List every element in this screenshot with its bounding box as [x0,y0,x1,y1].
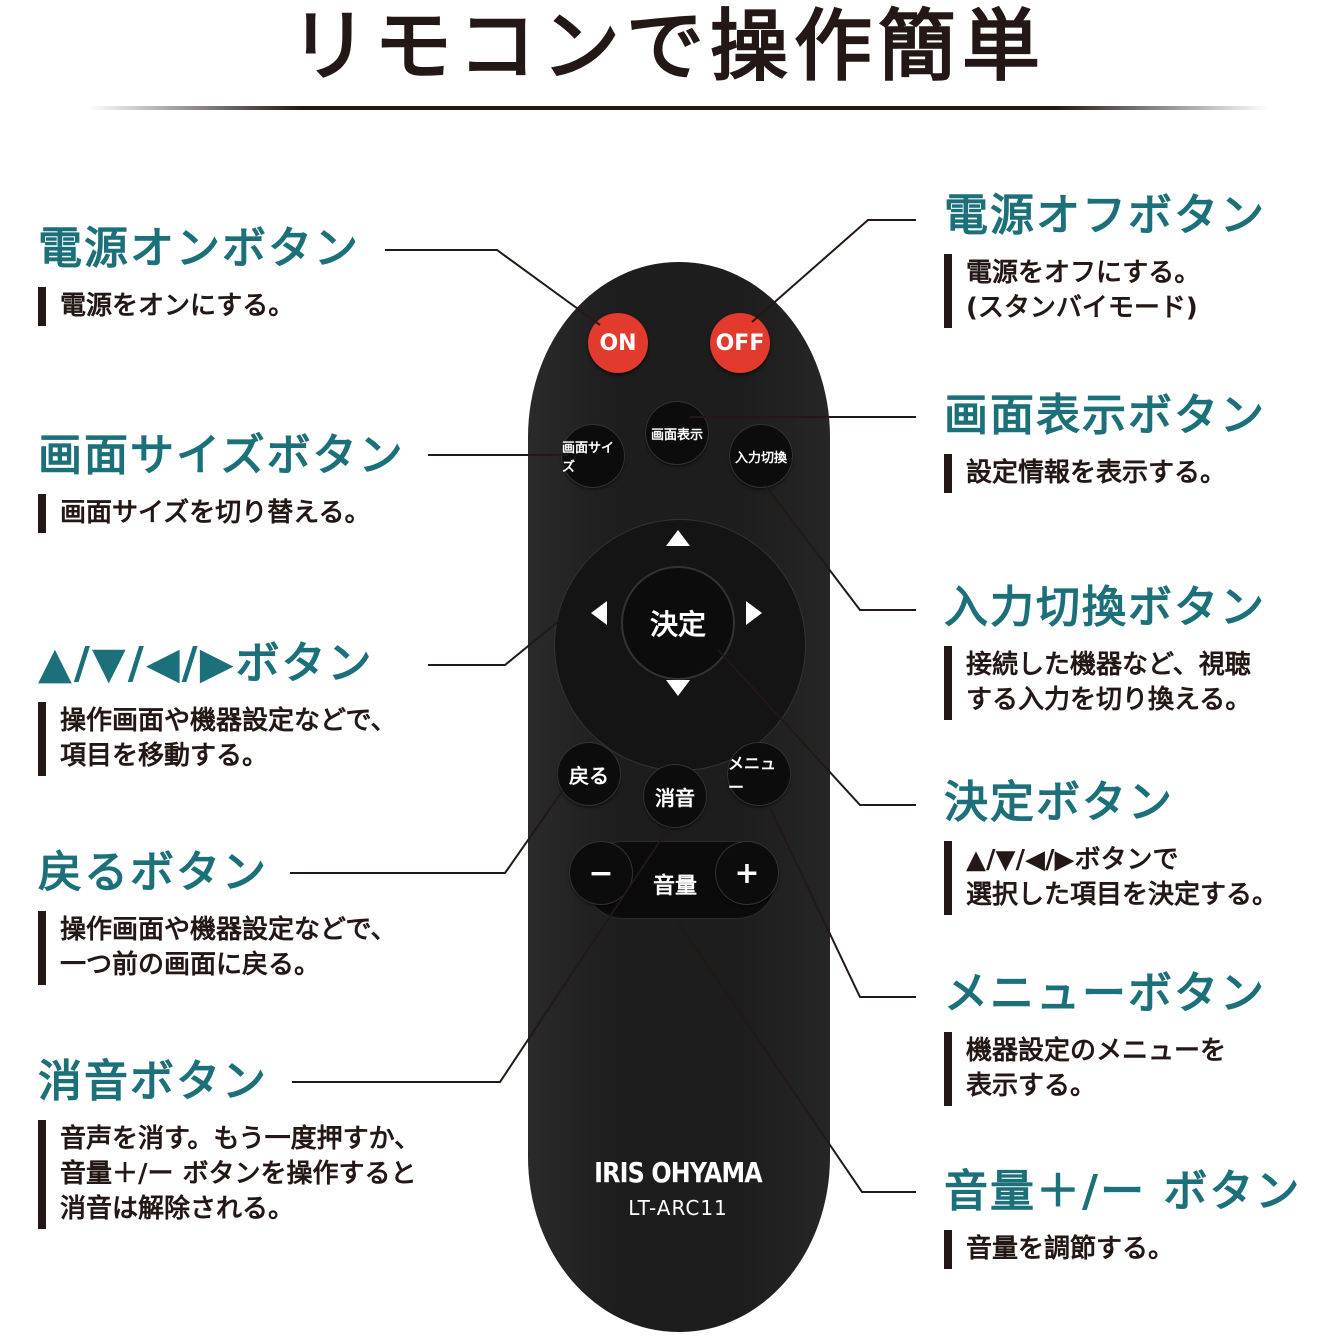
label-arrows-title: ▲/▼/◀/▶ボタン [38,638,374,689]
label-display-title: 画面表示ボタン [944,390,1266,441]
label-arrows: ▲/▼/◀/▶ボタン 操作画面や機器設定などで、 項目を移動する。 [38,638,396,776]
label-enter-title: 決定ボタン [944,777,1174,828]
label-back: 戻るボタン 操作画面や機器設定などで、 一つ前の画面に戻る。 [38,847,396,985]
screen-display-button[interactable]: 画面表示 [646,402,708,464]
label-mute-title: 消音ボタン [38,1056,268,1107]
label-screen-size-desc: 画面サイズを切り替える。 [38,494,405,533]
label-arrows-desc: 操作画面や機器設定などで、 項目を移動する。 [38,702,396,776]
label-power-off: 電源オフボタン 電源をオフにする。 (スタンバイモード) [944,190,1266,328]
label-enter: 決定ボタン ▲/▼/◀/▶ボタンで 選択した項目を決定する。 [944,777,1278,915]
label-input: 入力切換ボタン 接続した機器など、視聴 する入力を切り換える。 [944,582,1266,720]
volume-label: 音量 [652,874,697,899]
label-power-on: 電源オンボタン 電源をオンにする。 [38,223,360,326]
menu-button[interactable]: メニュー [728,743,790,805]
label-back-desc: 操作画面や機器設定などで、 一つ前の画面に戻る。 [38,911,396,985]
back-button[interactable]: 戻る [558,743,620,805]
screen-size-button[interactable]: 画面サイズ [562,425,624,487]
label-power-off-title: 電源オフボタン [944,190,1266,241]
label-power-off-desc: 電源をオフにする。 (スタンバイモード) [944,254,1266,328]
label-mute: 消音ボタン 音声を消す。もう一度押すか、 音量＋/ー ボタンを操作すると 消音は… [38,1056,420,1229]
label-back-title: 戻るボタン [38,847,268,898]
enter-button[interactable]: 決定 [623,568,733,678]
input-switch-button[interactable]: 入力切換 [730,425,792,487]
label-input-desc: 接続した機器など、視聴 する入力を切り換える。 [944,646,1266,720]
power-on-button[interactable]: ON [588,313,648,373]
label-mute-desc: 音声を消す。もう一度押すか、 音量＋/ー ボタンを操作すると 消音は解除される。 [38,1120,420,1229]
page-title: リモコンで操作簡単 [289,2,1046,92]
label-display-desc: 設定情報を表示する。 [944,454,1266,493]
left-arrow-icon[interactable] [591,601,607,625]
label-menu-desc: 機器設定のメニューを 表示する。 [944,1032,1266,1106]
power-off-button[interactable]: OFF [710,313,770,373]
label-input-title: 入力切換ボタン [944,582,1266,633]
label-enter-desc: ▲/▼/◀/▶ボタンで 選択した項目を決定する。 [944,841,1278,915]
title-divider [88,106,1268,110]
label-power-on-desc: 電源をオンにする。 [38,287,360,326]
label-volume: 音量＋/ー ボタン 音量を調節する。 [944,1166,1301,1269]
model-number: LT-ARC11 [628,1196,728,1220]
label-volume-title: 音量＋/ー ボタン [944,1166,1302,1217]
down-arrow-icon[interactable] [666,680,690,696]
label-screen-size: 画面サイズボタン 画面サイズを切り替える。 [38,430,405,533]
right-arrow-icon[interactable] [746,601,762,625]
label-power-on-title: 電源オンボタン [38,223,360,274]
label-screen-size-title: 画面サイズボタン [38,430,405,481]
volume-down-button[interactable]: − [570,842,632,904]
label-menu-title: メニューボタン [944,968,1266,1019]
mute-button[interactable]: 消音 [644,765,706,827]
volume-up-button[interactable]: + [716,842,778,904]
label-menu: メニューボタン 機器設定のメニューを 表示する。 [944,968,1266,1106]
up-arrow-icon[interactable] [666,530,690,546]
label-volume-desc: 音量を調節する。 [944,1230,1301,1269]
label-display: 画面表示ボタン 設定情報を表示する。 [944,390,1266,493]
brand-logo: IRIS OHYAMA [594,1156,763,1189]
